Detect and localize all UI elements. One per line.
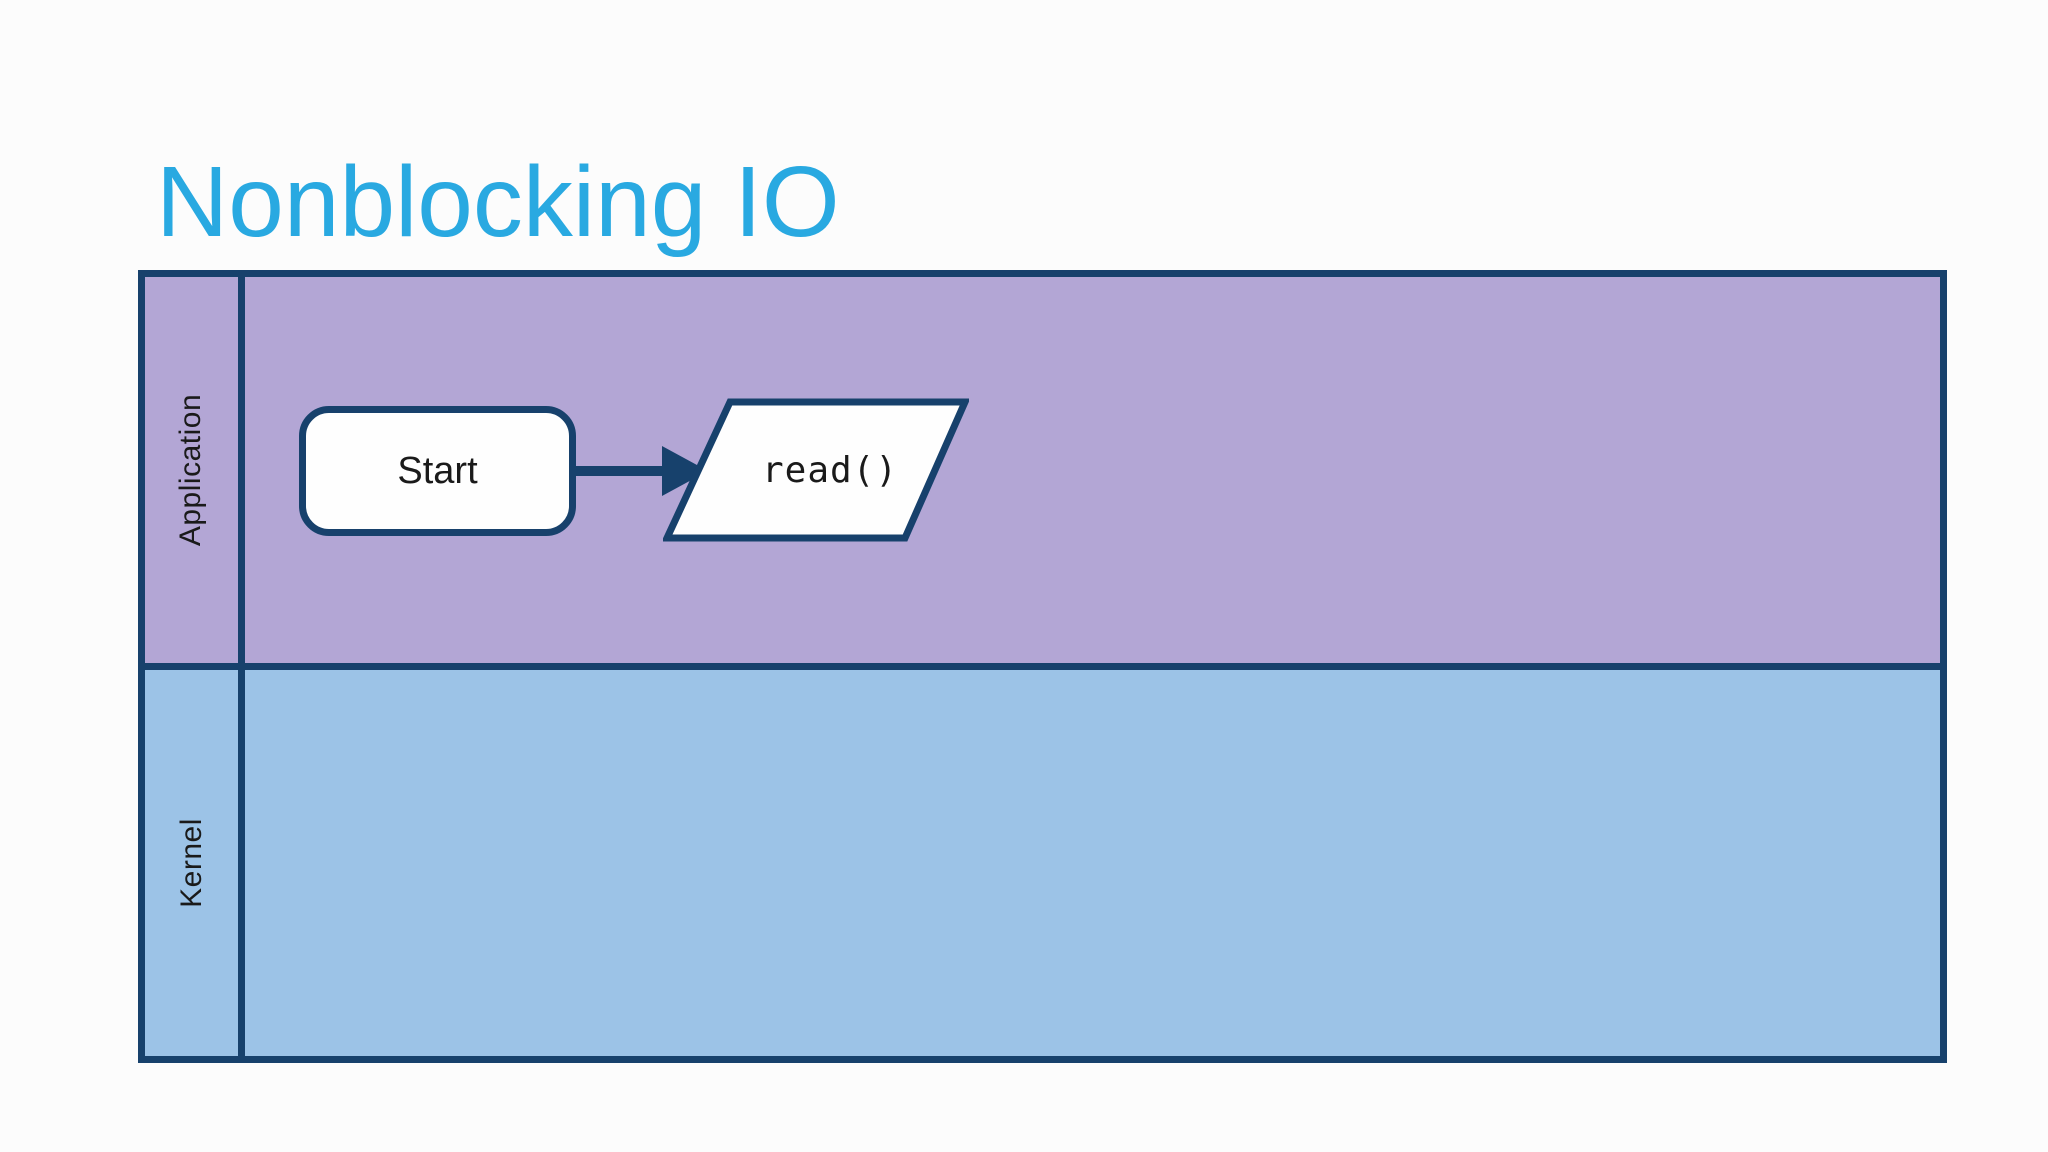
swimlane-diagram: Application Kernel [138,270,1947,1063]
lane-kernel-label: Kernel [174,818,208,908]
start-node-label: Start [397,449,478,492]
parallelogram-shape [663,398,969,542]
slide-title: Nonblocking IO [156,146,840,258]
lane-kernel: Kernel [145,670,1940,1056]
lane-application-header: Application [145,277,245,663]
lane-application-label: Application [174,393,208,547]
flow-arrow-icon [576,446,708,496]
lane-kernel-header: Kernel [145,670,245,1056]
read-node: read() [663,398,969,542]
start-node: Start [299,406,576,536]
lane-kernel-body [245,670,1940,1056]
read-node-label: read() [761,449,899,491]
